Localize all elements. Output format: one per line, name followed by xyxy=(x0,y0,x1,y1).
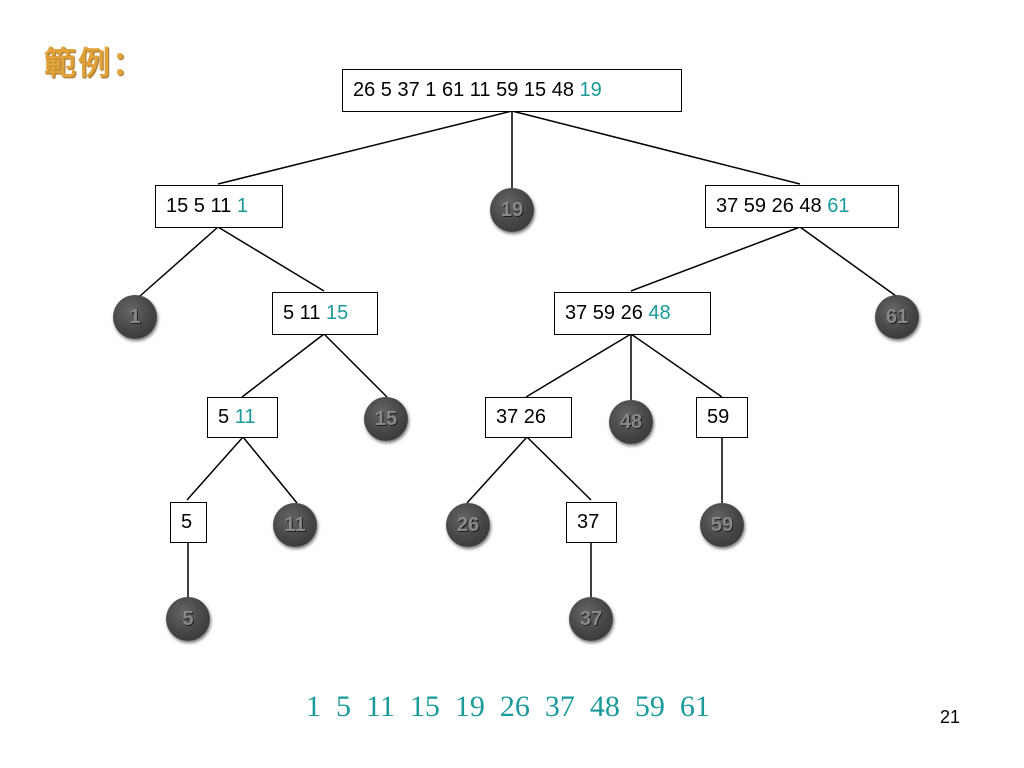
edge xyxy=(466,436,528,504)
edge xyxy=(186,436,244,501)
slide-title: 範例： xyxy=(44,44,147,82)
sorted-node-5: 5 xyxy=(166,597,210,641)
box-values: 5 11 xyxy=(283,302,326,324)
sorted-node-15: 15 xyxy=(364,397,408,441)
box-values: 37 xyxy=(577,511,600,533)
edge xyxy=(525,333,632,398)
edge xyxy=(526,436,592,501)
box-values: 5 xyxy=(181,511,193,533)
edge xyxy=(630,226,801,292)
page-number: 21 xyxy=(940,707,961,727)
partition-box-root: 26 5 37 1 61 11 59 15 48 19 xyxy=(342,69,682,112)
pivot-value: 1 xyxy=(236,195,248,217)
partition-box-right3: 59 xyxy=(696,397,748,438)
sorted-node-59: 59 xyxy=(700,503,744,547)
pivot-value: 61 xyxy=(827,195,850,217)
edge xyxy=(799,226,897,297)
edge xyxy=(217,226,325,292)
edge xyxy=(217,110,513,185)
sorted-result: 1 5 11 15 19 26 37 48 59 61 xyxy=(306,690,710,723)
partition-box-left3: 5 11 xyxy=(207,397,278,438)
sorted-node-37: 37 xyxy=(569,597,613,641)
edge xyxy=(323,333,388,398)
partition-box-mid3: 37 26 xyxy=(485,397,572,438)
pivot-value: 48 xyxy=(648,302,671,324)
box-values: 37 59 26 xyxy=(565,302,649,324)
partition-box-mid4: 37 xyxy=(566,502,617,543)
sorted-node-48: 48 xyxy=(609,400,653,444)
pivot-value: 19 xyxy=(579,79,602,101)
partition-box-right2: 37 59 26 48 xyxy=(554,292,711,335)
edge xyxy=(139,226,219,297)
box-values: 37 59 26 48 xyxy=(716,195,828,217)
edge xyxy=(241,333,325,398)
box-values: 26 5 37 1 61 11 59 15 48 xyxy=(353,79,580,101)
edge xyxy=(242,436,298,504)
sorted-node-11: 11 xyxy=(273,503,317,547)
partition-box-left2: 5 11 15 xyxy=(272,292,378,335)
sorted-node-26: 26 xyxy=(446,503,490,547)
sorted-node-1: 1 xyxy=(113,295,157,339)
box-values: 5 xyxy=(218,406,235,428)
partition-box-left1: 15 5 11 1 xyxy=(155,185,283,228)
box-values: 15 5 11 xyxy=(166,195,237,217)
partition-box-left4: 5 xyxy=(170,502,207,543)
pivot-value: 15 xyxy=(326,302,349,324)
sorted-node-19: 19 xyxy=(490,188,534,232)
sorted-node-61: 61 xyxy=(875,295,919,339)
edge xyxy=(511,110,801,185)
edge xyxy=(630,333,723,398)
box-values: 37 26 xyxy=(496,406,547,428)
box-values: 59 xyxy=(707,406,730,428)
partition-box-right1: 37 59 26 48 61 xyxy=(705,185,899,228)
pivot-value: 11 xyxy=(234,406,256,428)
